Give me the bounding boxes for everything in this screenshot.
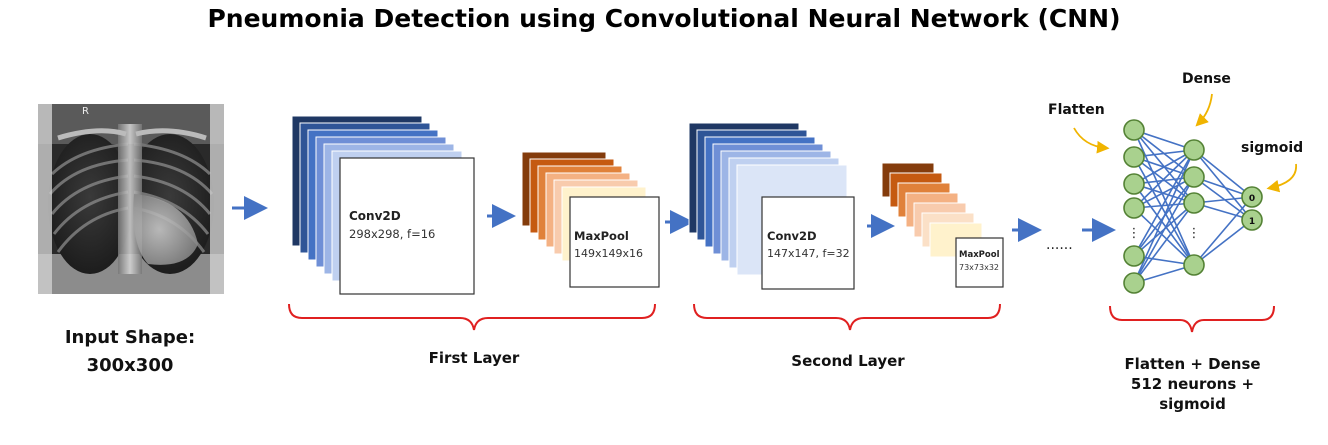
flatten-callout-arrow xyxy=(1073,127,1110,154)
flatten-dots: ⋮ xyxy=(1128,226,1141,241)
neuron-connection xyxy=(1193,176,1253,221)
neuron-connection xyxy=(1133,202,1195,284)
neuron-connection xyxy=(1133,129,1195,266)
second-layer-bracket xyxy=(693,303,1001,331)
neuron-connection xyxy=(1133,176,1195,284)
conv2-name: Conv2D xyxy=(767,229,817,243)
input-shape-line2: 300x300 xyxy=(86,355,174,376)
dense-neuron xyxy=(1183,192,1205,214)
neuron-connection xyxy=(1133,149,1195,185)
dense-caption-line1: Flatten + Dense xyxy=(1124,355,1261,373)
second-layer-label: Second Layer xyxy=(791,352,905,370)
dense-caption-line2: 512 neurons + xyxy=(1130,375,1255,393)
pool2-feature-map-stack: MaxPool 73x73x32 xyxy=(881,162,1004,288)
pool1-name: MaxPool xyxy=(574,229,629,243)
neuron-connection xyxy=(1133,176,1195,209)
neuron-connection xyxy=(1193,219,1253,266)
dense-neuron xyxy=(1183,139,1205,161)
conv2-detail: 147x147, f=32 xyxy=(767,247,850,260)
dense-callout-arrow xyxy=(1195,93,1213,127)
neural-network-neurons xyxy=(1123,119,1263,294)
dense-dots: ⋮ xyxy=(1188,226,1201,241)
dense-block-bracket xyxy=(1109,305,1275,333)
page-title: Pneumonia Detection using Convolutional … xyxy=(207,4,1121,33)
conv2-feature-map-stack: Conv2D 147x147, f=32 xyxy=(688,122,855,290)
dense-caption-line3: sigmoid xyxy=(1159,395,1226,413)
neuron-connection xyxy=(1133,149,1195,209)
dense-label: Dense xyxy=(1182,71,1231,87)
flatten-neuron xyxy=(1123,119,1145,141)
first-layer-bracket xyxy=(288,303,656,331)
input-shape-label: Input Shape: 300x300 xyxy=(44,324,216,380)
conv1-feature-map-stack: Conv2D 298x298, f=16 xyxy=(291,115,475,295)
pool2-name: MaxPool xyxy=(959,250,1000,260)
chest-xray-image: R xyxy=(38,104,224,294)
dense-block-caption: Flatten + Dense 512 neurons + sigmoid xyxy=(1100,354,1285,414)
flatten-neuron xyxy=(1123,146,1145,168)
conv1-name: Conv2D xyxy=(349,209,401,223)
output-neuron xyxy=(1241,209,1263,231)
conv1-detail: 298x298, f=16 xyxy=(349,227,435,241)
flatten-neuron xyxy=(1123,245,1145,267)
output-neuron-0-label: 0 xyxy=(1249,194,1255,204)
sigmoid-label: sigmoid xyxy=(1241,140,1303,156)
flatten-neuron xyxy=(1123,197,1145,219)
output-neuron-1-label: 1 xyxy=(1249,217,1255,227)
neuron-connection xyxy=(1133,207,1195,266)
sigmoid-callout-arrow xyxy=(1266,163,1297,193)
pool1-detail: 149x149x16 xyxy=(574,247,643,260)
pool2-detail: 73x73x32 xyxy=(959,263,999,272)
neuron-connection xyxy=(1193,196,1253,266)
input-shape-line1: Input Shape: xyxy=(64,327,196,348)
flatten-label: Flatten xyxy=(1048,102,1105,118)
pool1-feature-map-stack: MaxPool 149x149x16 xyxy=(521,151,660,288)
flatten-neuron xyxy=(1123,272,1145,294)
neuron-connection xyxy=(1193,149,1253,198)
neuron-connection xyxy=(1133,149,1195,284)
neuron-connection xyxy=(1133,156,1195,266)
dense-neuron xyxy=(1183,166,1205,188)
output-neuron xyxy=(1241,186,1263,208)
neuron-connection xyxy=(1193,149,1253,221)
flatten-neuron xyxy=(1123,173,1145,195)
xray-marker-text: R xyxy=(82,106,89,117)
ellipsis-text: ...... xyxy=(1046,237,1073,253)
first-layer-label: First Layer xyxy=(428,349,520,367)
neuron-connection xyxy=(1133,149,1195,257)
dense-neuron xyxy=(1183,254,1205,276)
